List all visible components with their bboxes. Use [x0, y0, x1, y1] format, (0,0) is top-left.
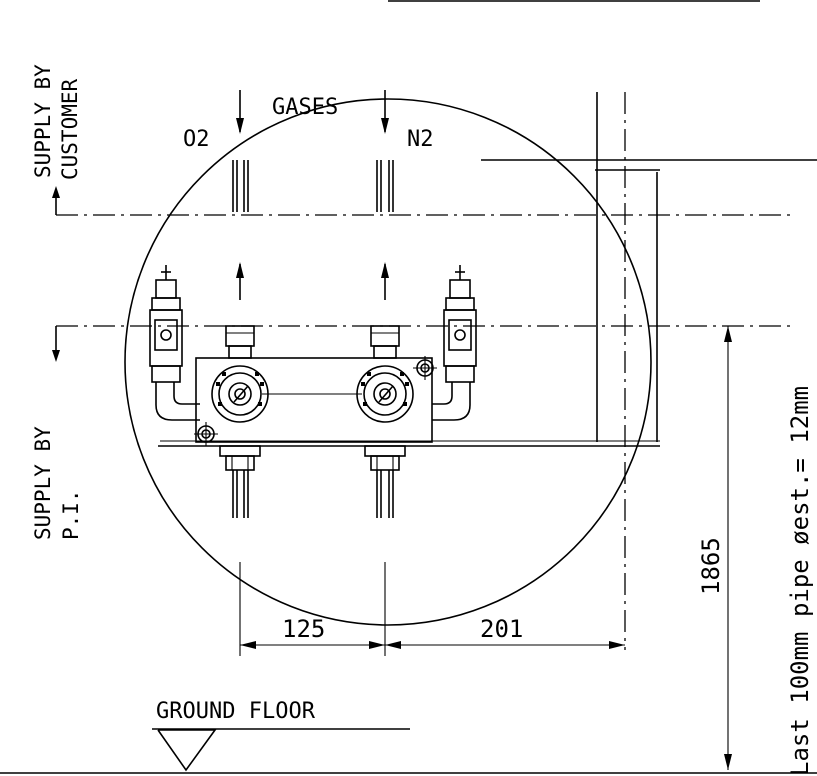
right-valve-assembly: [432, 265, 477, 421]
pipe-note: Last 100mm pipe øest.= 12mm: [786, 386, 814, 776]
n2-pressure-gauge: [356, 365, 414, 423]
gas-flow-arrows-up: [236, 262, 389, 300]
ground-floor-marker: [0, 728, 817, 774]
dimension-1865: 1865: [697, 537, 725, 595]
n2-label: N2: [407, 127, 434, 152]
dimension-201: 201: [480, 615, 523, 643]
supply-pi-line2: P.I.: [59, 489, 83, 540]
left-valve-assembly: [149, 265, 200, 421]
ground-floor-label: GROUND FLOOR: [156, 699, 316, 724]
mounting-bolts: [194, 356, 437, 446]
gas-flow-arrows-in: [236, 90, 389, 134]
supply-customer-line1: SUPPLY BY: [31, 64, 55, 178]
o2-label: O2: [183, 127, 210, 152]
o2-pressure-gauge: [211, 365, 269, 423]
gases-label: GASES: [272, 95, 338, 120]
top-fittings: [225, 325, 400, 359]
pi-supply-boundary: [52, 325, 790, 362]
customer-supply-boundary: [52, 186, 790, 216]
manifold-block: [195, 357, 433, 443]
upper-pipes: [232, 160, 394, 212]
detail-circle: [124, 98, 652, 626]
dimension-125: 125: [282, 615, 325, 643]
supply-pi-line1: SUPPLY BY: [31, 426, 55, 540]
wall-lines: [481, 92, 817, 650]
bottom-fittings: [219, 445, 406, 471]
outlet-pipes: [232, 470, 394, 518]
supply-customer-line2: CUSTOMER: [58, 78, 82, 180]
horizontal-dimensions: [239, 562, 625, 656]
vertical-dimension: [724, 326, 732, 770]
